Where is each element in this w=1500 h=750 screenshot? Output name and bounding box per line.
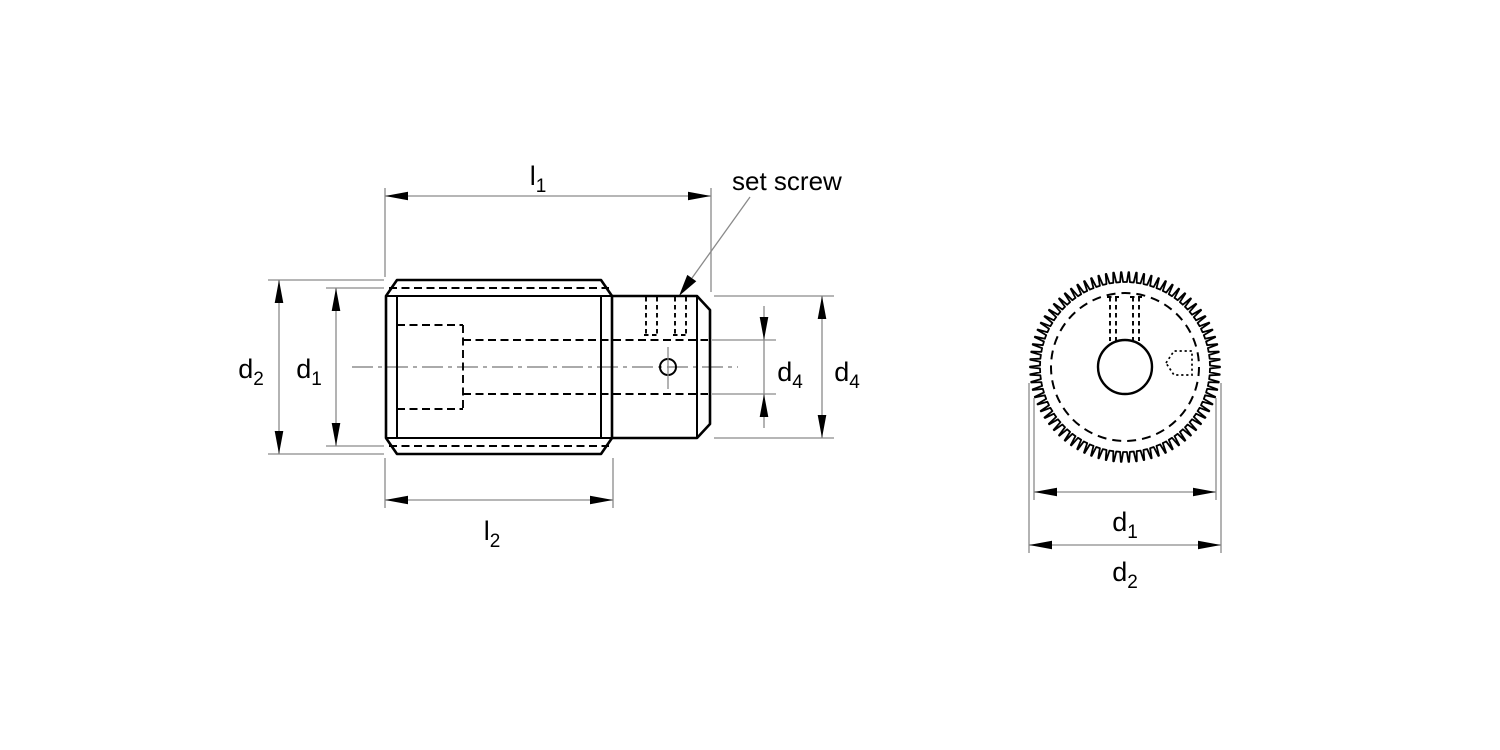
dim-d4-bore: d4 (712, 306, 803, 428)
dim-d2: d2 (238, 279, 384, 455)
front-dim-d1-label: d1 (1112, 507, 1138, 543)
dim-arrow (331, 423, 341, 446)
dim-d4-hub-label: d4 (834, 357, 860, 393)
side-view: l1 l2 d2 d1 (238, 161, 860, 552)
front-dim-d1: d1 (1033, 398, 1217, 543)
dim-arrow (1193, 487, 1216, 497)
dim-arrow (274, 431, 284, 454)
set-screw-tip-hidden-outline (1164, 350, 1193, 376)
dim-arrow (759, 317, 769, 340)
dim-l1-extension-lines (384, 188, 712, 292)
front-dim-d2-label: d2 (1112, 557, 1138, 593)
dim-d4-bore-label: d4 (777, 357, 803, 393)
gear-teeth (1029, 271, 1221, 463)
front-dim-d2-extension-lines (1028, 383, 1222, 553)
dim-arrow (759, 394, 769, 417)
set-screw-leader-arrow (679, 274, 697, 296)
dim-arrow (688, 191, 711, 201)
dim-arrow (274, 280, 284, 303)
dim-l2-label: l2 (484, 516, 501, 552)
dim-arrow (817, 296, 827, 319)
dim-d2-extension-lines (268, 279, 384, 455)
dim-arrow (817, 415, 827, 438)
gear-body-chamfer-edges (385, 295, 613, 439)
gear-body-outline (384, 278, 614, 456)
set-screw-callout: set screw (679, 166, 842, 296)
set-screw-hole-hidden-lines (1107, 296, 1142, 342)
front-dim-d1-extension-lines (1033, 398, 1217, 500)
bore-hidden-lines (463, 339, 708, 395)
dim-d4-hub: d4 (714, 295, 860, 439)
front-view: d1 d2 (1028, 271, 1222, 593)
hub-outline (610, 294, 712, 440)
dim-arrow (1198, 540, 1221, 550)
dim-d2-label: d2 (238, 354, 264, 390)
set-screw-holes-hidden-lines (644, 297, 688, 336)
dim-l1-label: l1 (530, 161, 547, 197)
dim-d4-hub-extension-lines (714, 295, 834, 439)
dim-d1: d1 (296, 287, 384, 447)
dim-d1-label: d1 (296, 354, 322, 390)
set-screw-leader-line (691, 196, 751, 279)
dim-l1: l1 (384, 161, 712, 292)
dim-arrow (1034, 487, 1057, 497)
dim-d4-bore-extension-lines (712, 339, 776, 395)
dim-l2: l2 (384, 458, 614, 552)
counterbore-hidden-lines (397, 324, 464, 410)
dim-arrow (590, 495, 613, 505)
bore-circle (1096, 338, 1154, 396)
dim-arrow (385, 191, 408, 201)
dim-arrow (1029, 540, 1052, 550)
dim-arrow (385, 495, 408, 505)
front-dim-d2: d2 (1028, 383, 1222, 593)
pitch-circle (1050, 292, 1200, 442)
set-screw-label: set screw (732, 166, 842, 196)
dim-arrow (331, 288, 341, 311)
